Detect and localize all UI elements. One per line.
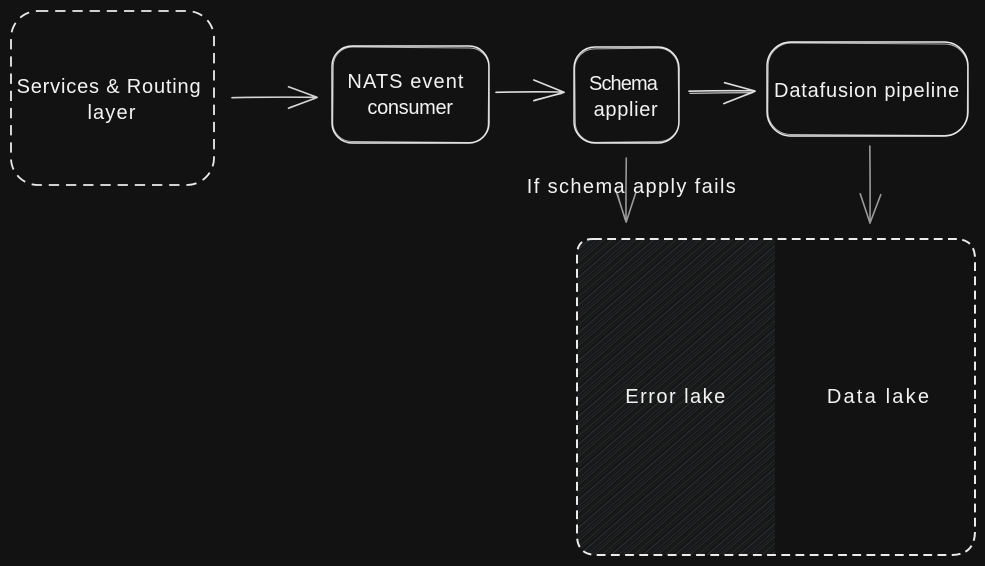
svg-text:Schema: Schema (589, 73, 659, 95)
svg-text:consumer: consumer (367, 97, 453, 119)
svg-text:applier: applier (594, 99, 659, 121)
svg-text:Error lake: Error lake (625, 386, 727, 408)
svg-text:Data lake: Data lake (827, 386, 931, 408)
svg-text:If schema apply fails: If schema apply fails (527, 176, 737, 198)
svg-text:NATS event: NATS event (347, 71, 464, 93)
svg-text:Datafusion pipeline: Datafusion pipeline (774, 80, 960, 102)
svg-text:layer: layer (87, 102, 136, 124)
svg-text:Services & Routing: Services & Routing (17, 76, 202, 98)
